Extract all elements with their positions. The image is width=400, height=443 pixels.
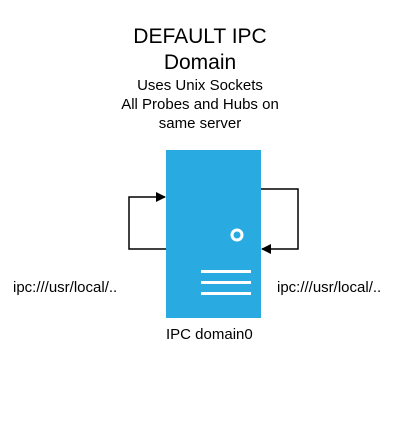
left-loop-arrow	[128, 192, 166, 250]
server-status-light	[230, 228, 244, 242]
server-vent-line-1	[201, 270, 251, 273]
right-loop-arrow	[261, 188, 299, 254]
title-line-1: DEFAULT IPC	[133, 25, 267, 48]
server-vent-line-3	[201, 292, 251, 295]
subtitle-line-3: same server	[158, 115, 242, 132]
server-vent-line-2	[201, 281, 251, 284]
right-loop-label: ipc:///usr/local/..	[277, 279, 382, 296]
header: DEFAULT IPC Domain Uses Unix Sockets All…	[0, 24, 400, 133]
title-line-2: Domain	[163, 51, 237, 74]
server-body	[166, 150, 261, 318]
subtitle-line-2: All Probes and Hubs on	[121, 96, 279, 113]
subtitle-line-1: Uses Unix Sockets	[137, 77, 263, 94]
server-icon	[166, 150, 261, 318]
server-label: IPC domain0	[166, 326, 253, 343]
left-loop-label: ipc:///usr/local/..	[13, 279, 118, 296]
